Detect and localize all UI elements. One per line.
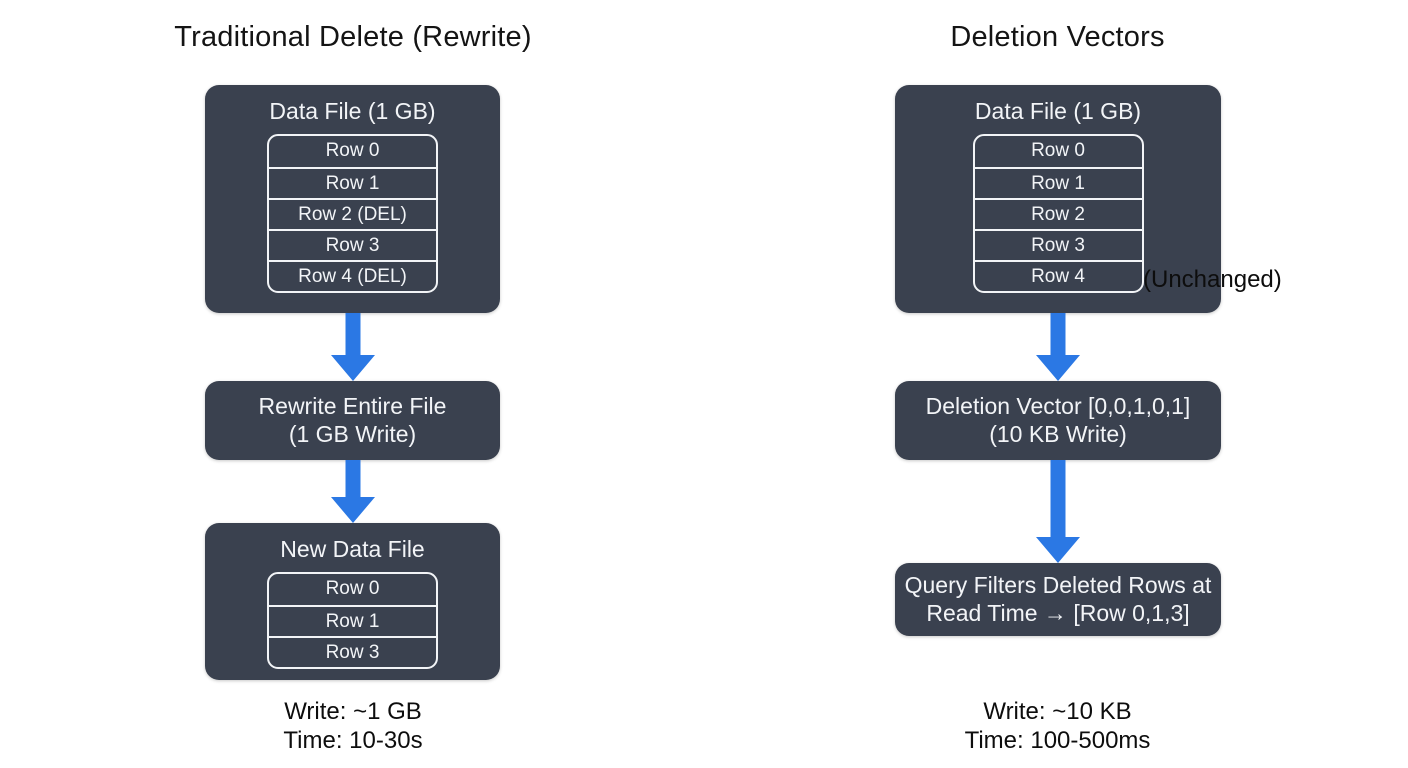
down-arrow-icon bbox=[1035, 313, 1081, 381]
left-column-title: Traditional Delete (Rewrite) bbox=[174, 21, 532, 53]
table-row: Row 0 bbox=[1031, 140, 1085, 161]
right-data-file-box: Data File (1 GB) Row 0 Row 1 Row 2 Row 3… bbox=[895, 85, 1221, 313]
table-row: Row 0 bbox=[325, 578, 380, 599]
table-row: Row 3 bbox=[269, 229, 436, 260]
left-data-file-box: Data File (1 GB) Row 0 Row 1 Row 2 (DEL)… bbox=[205, 85, 500, 313]
table-row: Row 1 bbox=[974, 167, 1142, 198]
table-row: Row 1 bbox=[269, 167, 436, 198]
left-rewrite-box: Rewrite Entire File (1 GB Write) bbox=[205, 381, 500, 460]
table-row: Row 4 bbox=[974, 260, 1142, 291]
rewrite-box-line2: (1 GB Write) bbox=[288, 420, 417, 447]
right-deletion-vector-box: Deletion Vector [0,0,1,0,1] (10 KB Write… bbox=[895, 381, 1221, 460]
left-new-file-row-table: Row 0 Row 1 Row 3 bbox=[267, 572, 438, 669]
left-data-file-title: Data File (1 GB) bbox=[269, 98, 436, 124]
left-stats-time: Time: 10-30s bbox=[283, 727, 423, 754]
table-row: Row 2 (DEL) bbox=[269, 198, 436, 229]
table-row: Row 4 (DEL) bbox=[269, 260, 436, 291]
rewrite-box-line1: Rewrite Entire File bbox=[258, 393, 447, 419]
right-stats-time: Time: 100-500ms bbox=[964, 727, 1151, 754]
table-row: Row 0 bbox=[325, 140, 380, 161]
down-arrow-icon bbox=[330, 313, 376, 381]
unchanged-annotation: (Unchanged) bbox=[1143, 266, 1282, 293]
left-new-data-file-title: New Data File bbox=[280, 536, 425, 562]
right-stats-write: Write: ~10 KB bbox=[983, 698, 1132, 725]
right-data-file-title: Data File (1 GB) bbox=[974, 98, 1142, 124]
left-stats-write: Write: ~1 GB bbox=[284, 698, 422, 725]
right-data-file-row-table: Row 0 Row 1 Row 2 Row 3 Row 4 bbox=[972, 134, 1144, 293]
left-stats: Write: ~1 GB Time: 10-30s bbox=[100, 697, 606, 755]
deletion-vector-line2: (10 KB Write) bbox=[989, 420, 1127, 447]
right-query-filter-box: Query Filters Deleted Rows at Read Time … bbox=[895, 563, 1221, 636]
down-arrow-icon bbox=[330, 460, 376, 523]
table-row: Row 1 bbox=[269, 605, 436, 636]
table-row: Row 2 bbox=[974, 198, 1142, 229]
down-arrow-icon bbox=[1035, 460, 1081, 563]
table-row: Row 3 bbox=[269, 636, 436, 667]
query-filter-line2: Read Time → [Row 0,1,3] bbox=[926, 599, 1190, 626]
right-stats: Write: ~10 KB Time: 100-500ms bbox=[810, 697, 1305, 755]
left-new-data-file-box: New Data File Row 0 Row 1 Row 3 bbox=[205, 523, 500, 680]
query-filter-line1: Query Filters Deleted Rows at bbox=[904, 572, 1212, 598]
left-data-file-row-table: Row 0 Row 1 Row 2 (DEL) Row 3 Row 4 (DEL… bbox=[267, 134, 438, 293]
table-row: Row 3 bbox=[974, 229, 1142, 260]
right-column-title: Deletion Vectors bbox=[950, 21, 1165, 53]
deletion-vector-line1: Deletion Vector [0,0,1,0,1] bbox=[925, 393, 1191, 419]
